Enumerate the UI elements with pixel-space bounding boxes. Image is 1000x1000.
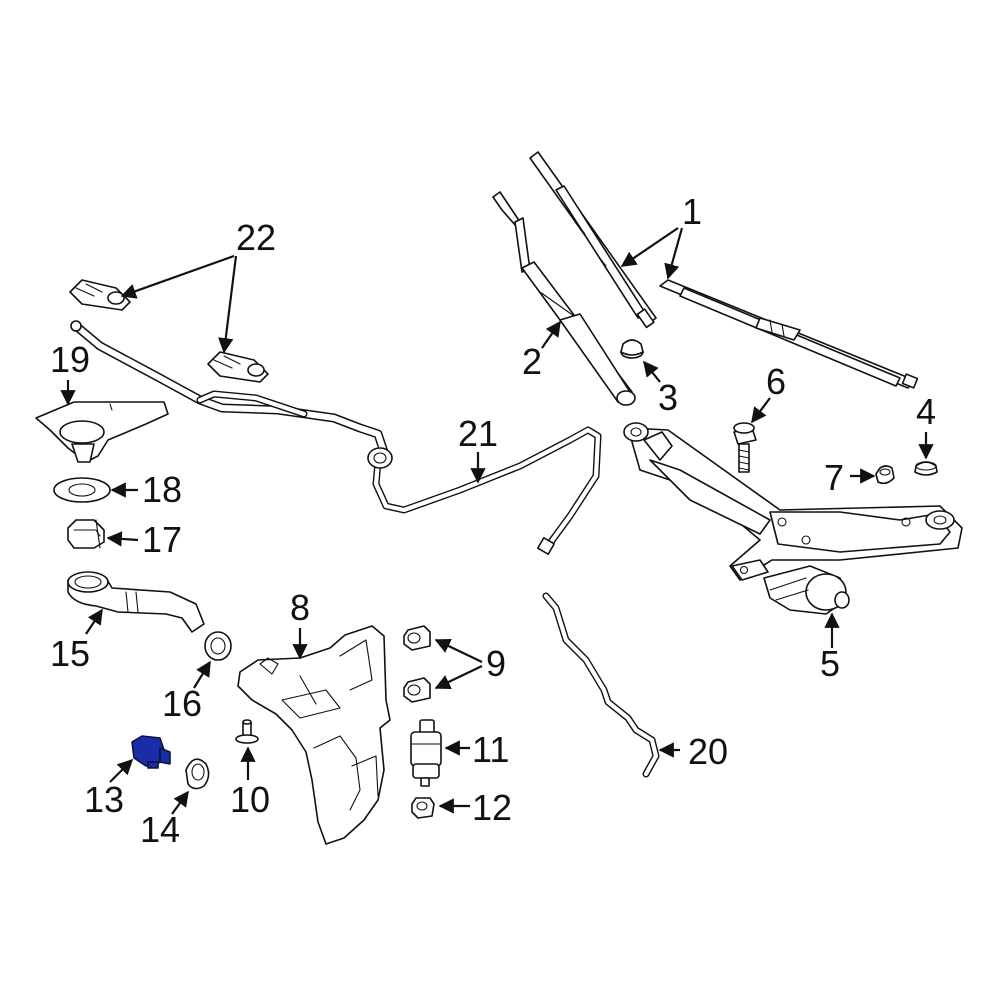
wiper-linkage-motor[interactable] (623, 422, 963, 615)
arm-nut-cap[interactable] (620, 339, 644, 359)
callout-6: 6 (766, 361, 786, 402)
hood-washer-hose[interactable] (70, 320, 393, 469)
callout-18: 18 (142, 469, 182, 510)
washer-reservoir[interactable] (237, 625, 391, 845)
callout-4: 4 (916, 391, 936, 432)
callout-19: 19 (50, 339, 90, 380)
rear-washer-hose[interactable] (542, 592, 660, 778)
fluid-level-sensor[interactable] (131, 735, 171, 769)
callout-8: 8 (290, 587, 310, 628)
reservoir-grommet-upper[interactable] (403, 625, 431, 651)
leader-lines (60, 227, 934, 815)
callout-7: 7 (824, 457, 844, 498)
washer-hose-front[interactable] (372, 426, 602, 555)
linkage-grommet[interactable] (875, 465, 895, 485)
linkage-bolt[interactable] (733, 422, 757, 473)
neck-gasket[interactable] (53, 477, 111, 503)
callout-21: 21 (458, 413, 498, 454)
callout-9: 9 (486, 643, 506, 684)
callout-20: 20 (688, 731, 728, 772)
callout-3: 3 (658, 377, 678, 418)
callout-22: 22 (236, 217, 276, 258)
neck-clamp[interactable] (67, 519, 105, 549)
callout-15: 15 (50, 633, 90, 674)
callout-2: 2 (522, 341, 542, 382)
wiper-arm[interactable] (492, 191, 636, 406)
callout-1: 1 (682, 191, 702, 232)
callout-5: 5 (820, 643, 840, 684)
sensor-grommet[interactable] (185, 758, 210, 790)
wiper-blade-driver[interactable] (529, 151, 657, 329)
reservoir-bolt[interactable] (235, 719, 259, 744)
wiper-blade-passenger[interactable] (659, 279, 919, 389)
callout-10: 10 (230, 779, 270, 820)
callout-12: 12 (472, 787, 512, 828)
pivot-cap[interactable] (914, 461, 938, 476)
callout-labels: 1 2 3 4 5 6 7 8 9 10 11 12 13 14 15 16 1… (50, 191, 936, 850)
washer-nozzle-right[interactable] (207, 351, 269, 383)
callout-11: 11 (472, 729, 509, 770)
reservoir-grommet-lower[interactable] (403, 677, 431, 703)
callout-16: 16 (162, 683, 202, 724)
filler-neck-seal[interactable] (204, 631, 232, 661)
callout-14: 14 (140, 809, 180, 850)
washer-nozzle-left[interactable] (69, 279, 131, 311)
filler-bracket[interactable] (35, 401, 169, 463)
pump-grommet[interactable] (411, 797, 435, 819)
washer-pump[interactable] (410, 719, 442, 787)
filler-neck[interactable] (67, 571, 205, 633)
callout-17: 17 (142, 519, 182, 560)
callout-13: 13 (84, 779, 124, 820)
